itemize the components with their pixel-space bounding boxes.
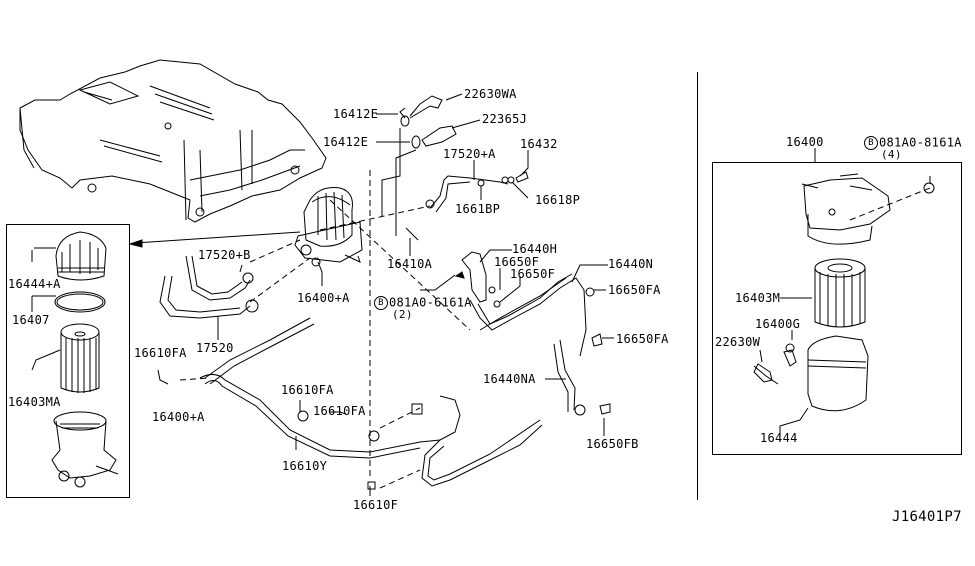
fuel-filter-center-drawing <box>294 187 363 267</box>
label-16444-A[interactable]: 16444+A <box>8 277 61 291</box>
section-divider <box>697 72 698 500</box>
label-16412E-bottom[interactable]: 16412E <box>323 135 369 149</box>
label-22630WA[interactable]: 22630WA <box>464 87 517 101</box>
left-box-parts <box>31 231 119 488</box>
label-16650F-2[interactable]: 16650F <box>510 267 556 281</box>
label-16618P[interactable]: 16618P <box>535 193 581 207</box>
label-16410A[interactable]: 16410A <box>387 257 433 271</box>
hoses-17520 <box>159 255 259 319</box>
label-16610Y[interactable]: 16610Y <box>282 459 328 473</box>
assembly-dash-lines <box>179 170 931 489</box>
label-16400-A-left[interactable]: 16400+A <box>152 410 205 424</box>
label-22365J[interactable]: 22365J <box>482 112 528 126</box>
bolt-quantity-center: (2) <box>392 308 413 321</box>
label-16403MA[interactable]: 16403MA <box>8 395 61 409</box>
label-16412E-top[interactable]: 16412E <box>333 107 379 121</box>
label-16407[interactable]: 16407 <box>12 313 50 327</box>
bolt-part-number: 081A0-8161A <box>879 135 962 150</box>
fuel-pipes-16440 <box>454 251 611 416</box>
pointer-arrow <box>128 231 301 248</box>
label-16610F[interactable]: 16610F <box>353 498 399 512</box>
right-box-parts <box>753 148 935 438</box>
label-16650FA-2[interactable]: 16650FA <box>616 332 669 346</box>
fuel-pipe-16610Y <box>199 317 543 490</box>
label-16650FB[interactable]: 16650FB <box>586 437 639 451</box>
diagram-code: J16401P7 <box>892 509 962 525</box>
label-16650FA-1[interactable]: 16650FA <box>608 283 661 297</box>
bolt-quantity-right: (4) <box>881 148 902 161</box>
bolt-symbol-icon: B <box>864 136 878 150</box>
bolt-symbol-icon: B <box>374 296 388 310</box>
sensors-top-drawing <box>381 95 529 241</box>
label-16400[interactable]: 16400 <box>786 135 824 149</box>
label-1661BP[interactable]: 1661BP <box>455 202 501 216</box>
label-16403M[interactable]: 16403M <box>735 291 781 305</box>
intake-manifold-drawing <box>19 59 327 223</box>
label-16610FA-mid[interactable]: 16610FA <box>281 383 334 397</box>
label-16400-A-center[interactable]: 16400+A <box>297 291 350 305</box>
leader-lines <box>157 93 614 496</box>
label-17520-B[interactable]: 17520+B <box>198 248 251 262</box>
label-17520-A[interactable]: 17520+A <box>443 147 496 161</box>
label-16400G[interactable]: 16400G <box>755 317 801 331</box>
label-17520[interactable]: 17520 <box>196 341 234 355</box>
right-inset-box <box>712 162 962 455</box>
label-16444[interactable]: 16444 <box>760 431 798 445</box>
label-22630W[interactable]: 22630W <box>715 335 761 349</box>
label-16650F-1[interactable]: 16650F <box>494 255 540 269</box>
label-16610FA-left[interactable]: 16610FA <box>134 346 187 360</box>
label-16610FA-mid2[interactable]: 16610FA <box>313 404 366 418</box>
left-inset-box <box>6 224 130 498</box>
label-16440NA[interactable]: 16440NA <box>483 372 536 386</box>
label-16432[interactable]: 16432 <box>520 137 558 151</box>
label-16440H[interactable]: 16440H <box>512 242 558 256</box>
bolt-part-number: 081A0-6161A <box>389 295 472 310</box>
label-16440N[interactable]: 16440N <box>608 257 654 271</box>
